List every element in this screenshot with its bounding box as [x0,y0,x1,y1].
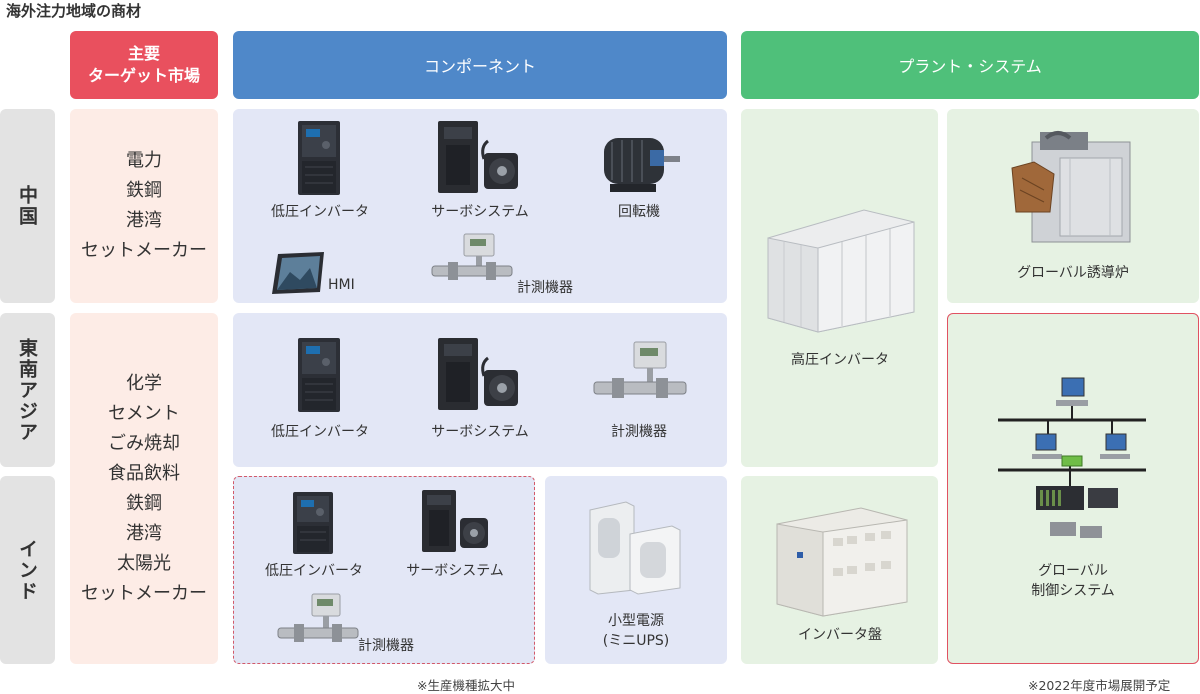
rotating-machine-icon [604,138,680,192]
control-system-label-line1: グローバル [1038,563,1108,579]
market-item: 太陽光 [117,552,171,574]
market-sea-india: 化学 セメント ごみ焼却 食品飲料 鉄鋼 港湾 太陽光 セットメーカー [70,313,218,664]
market-china: 電力 鉄鋼 港湾 セットメーカー [70,109,218,303]
market-item: 港湾 [126,210,162,231]
control-system-label: グローバル 制御システム [998,561,1148,601]
market-item: 電力 [126,150,162,171]
header-target-market: 主要 ターゲット市場 [70,31,218,99]
page-title: 海外注力地域の商材 [6,2,142,20]
china-servo-label: サーボシステム [431,204,529,220]
inverter-panel-icon [776,507,908,617]
sea-inverter-label: 低圧インバータ [271,424,369,440]
low-voltage-inverter-icon [298,338,340,412]
india-servo-label: サーボシステム [406,563,504,579]
header-market-line2: ターゲット市場 [87,66,200,85]
market-item: 化学 [126,372,162,394]
servo-system-icon [438,121,518,193]
china-inverter-label: 低圧インバータ [271,204,369,220]
servo-system-icon [438,338,518,410]
measuring-instrument-icon [277,593,359,642]
market-item: セットメーカー [81,240,207,261]
hmi-label: HMI [328,277,355,293]
china-meter-label: 計測機器 [517,280,573,296]
high-voltage-inverter-icon [767,209,915,333]
measuring-instrument-icon [593,341,687,398]
ups-label-line1: 小型電源 [608,613,664,629]
servo-system-icon [422,490,488,552]
mini-ups-icon [589,501,681,595]
india-inverter-label: 低圧インバータ [265,563,363,579]
market-item: 食品飲料 [108,462,180,484]
sea-servo-label: サーボシステム [431,424,529,440]
market-item: 鉄鋼 [126,180,162,201]
region-india: インド [0,476,55,664]
india-meter-label: 計測機器 [358,638,414,654]
measuring-instrument-icon [431,233,513,280]
hv-inverter-label: 高圧インバータ [791,352,889,368]
header-plant-system: プラント・システム [741,31,1199,99]
hmi-icon [272,252,324,294]
market-item: 港湾 [126,522,162,544]
low-voltage-inverter-icon [298,121,340,195]
sea-meter-label: 計測機器 [611,424,667,440]
header-market-line1: 主要 [127,44,160,63]
low-voltage-inverter-icon [293,492,333,554]
region-china: 中国 [0,109,55,303]
note-expansion: ※生産機種拡大中 [417,678,515,693]
market-item: セットメーカー [81,582,207,604]
region-southeast-asia: 東南アジア [0,313,55,467]
inverter-panel-label: インバータ盤 [798,627,882,643]
ups-label: 小型電源 (ミニUPS) [575,611,697,651]
market-item: 鉄鋼 [126,492,162,514]
note-plan: ※2022年度市場展開予定 [1028,678,1171,693]
market-item: ごみ焼却 [108,432,180,454]
market-item: セメント [108,402,180,424]
header-components: コンポーネント [233,31,727,99]
control-system-network-icon [998,377,1146,538]
furnace-label: グローバル誘導炉 [1017,265,1129,281]
control-system-label-line2: 制御システム [1031,583,1115,599]
induction-furnace-icon [1011,131,1131,243]
motor-label: 回転機 [618,204,660,220]
ups-label-line2: (ミニUPS) [602,633,670,649]
